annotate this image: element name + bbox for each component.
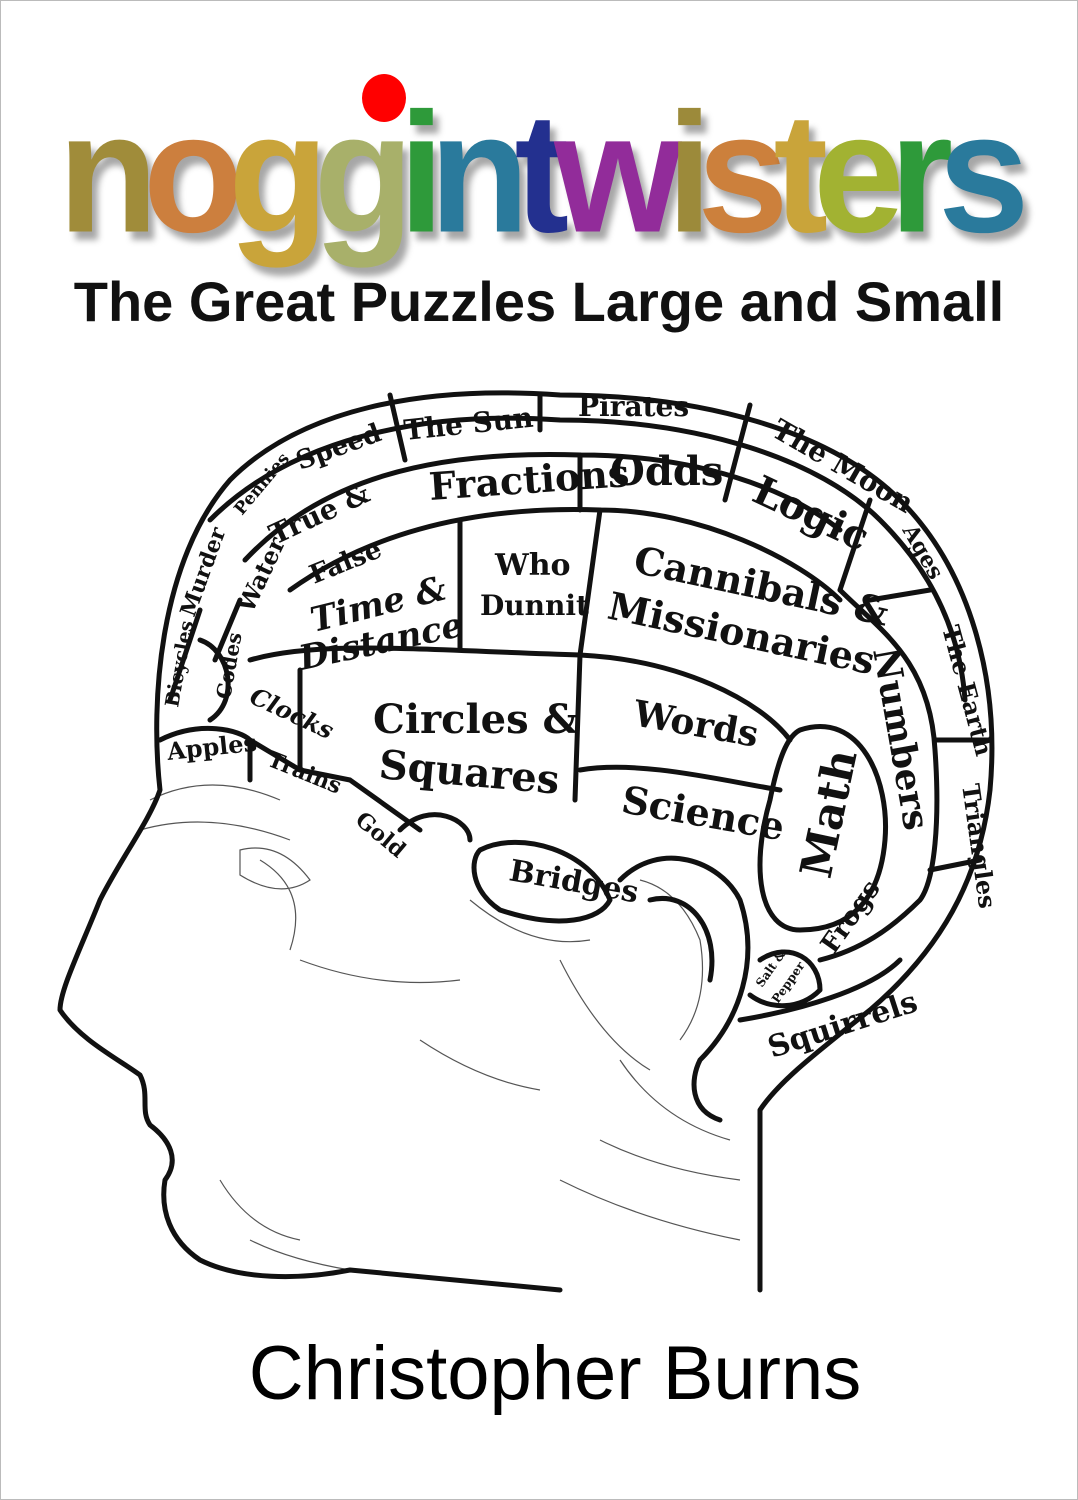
region-circles-line1: Circles & xyxy=(373,696,579,743)
region-who-line2: Dunnit xyxy=(480,589,589,622)
region-the-sun: The Sun xyxy=(402,401,534,447)
region-trains: Trains xyxy=(264,746,345,799)
region-odds: Odds xyxy=(610,448,723,495)
logo-letter: t xyxy=(514,77,569,268)
region-squirrels: Squirrels xyxy=(764,984,922,1065)
region-boundaries xyxy=(157,392,993,1023)
logo-letter: i xyxy=(398,77,444,268)
region-clocks: Clocks xyxy=(245,681,338,745)
region-pennies: Pennies xyxy=(231,449,294,519)
phrenology-head-illustration: Speed The Sun Pirates The Moon Pennies T… xyxy=(57,390,1002,1293)
region-bridges: Bridges xyxy=(507,853,642,910)
logo-red-dot xyxy=(362,74,406,122)
head-outline xyxy=(57,390,995,1293)
logo-letter: i xyxy=(666,77,712,268)
logo-letter: n xyxy=(429,77,529,268)
author-name: Christopher Burns xyxy=(248,1331,862,1416)
logo-letter: t xyxy=(773,77,828,268)
region-pirates: Pirates xyxy=(578,390,689,423)
logo-letter: r xyxy=(889,77,953,268)
region-codes: Codes xyxy=(211,630,246,700)
region-true-false-line2: False xyxy=(305,535,386,591)
logo-letter: e xyxy=(813,77,904,268)
logo-letter: s xyxy=(697,77,788,268)
region-murder: Murder xyxy=(175,523,231,620)
logo-letter: w xyxy=(554,77,682,268)
logo-letter: g xyxy=(228,77,328,268)
book-subtitle: The Great Puzzles Large and Small xyxy=(73,270,1005,333)
region-numbers: Numbers xyxy=(864,644,937,833)
region-water: Water xyxy=(231,532,291,617)
engraving-shading xyxy=(139,784,741,1271)
region-labels: Speed The Sun Pirates The Moon Pennies T… xyxy=(161,390,1002,1066)
logo-letter: o xyxy=(143,77,243,268)
series-logo: noggintwisters xyxy=(58,74,1029,268)
region-frogs: Frogs xyxy=(815,875,887,959)
region-who-line1: Who xyxy=(494,548,571,583)
logo-letter: n xyxy=(58,77,158,268)
logo-wordmark: noggintwisters xyxy=(58,87,1029,259)
ear xyxy=(617,855,751,1123)
logo-letter: s xyxy=(938,77,1029,268)
logo-letter: g xyxy=(313,77,414,268)
region-circles-line2: Squares xyxy=(377,741,561,804)
region-math: Math xyxy=(791,745,868,882)
